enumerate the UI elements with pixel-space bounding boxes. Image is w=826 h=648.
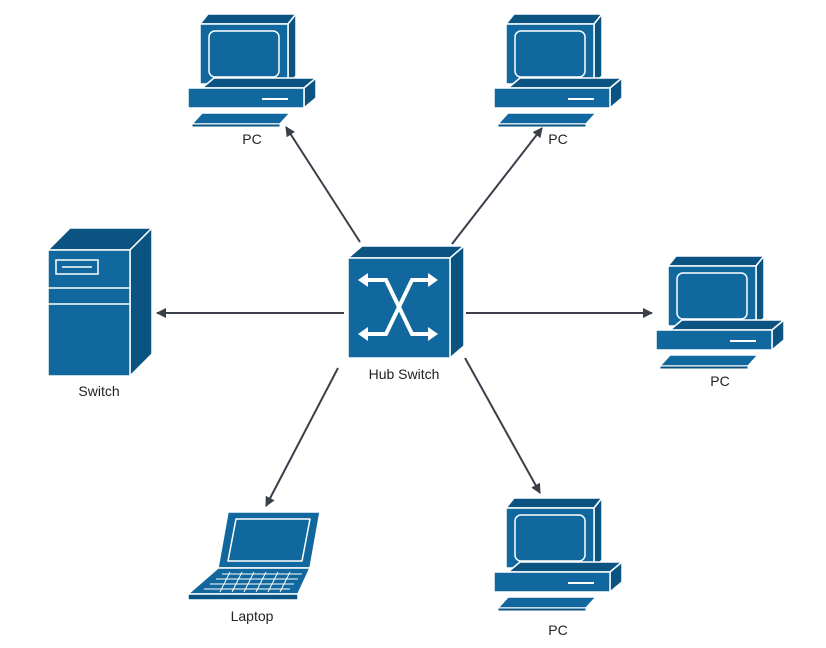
desktop-pc-icon	[493, 497, 623, 612]
switch-label: Switch	[78, 383, 120, 399]
pc-right-label: PC	[710, 373, 730, 389]
laptop-label: Laptop	[230, 608, 274, 624]
desktop-pc-icon	[493, 13, 623, 128]
connector-hub-to-pc-top-left	[285, 126, 361, 243]
server-tower-icon	[47, 227, 153, 377]
pc-top-left-label: PC	[242, 131, 262, 147]
connector-hub-to-laptop	[265, 367, 339, 507]
hub-switch-label: Hub Switch	[368, 366, 440, 382]
laptop-icon	[187, 511, 321, 601]
hub-switch-icon	[346, 244, 466, 360]
connectors	[156, 126, 653, 507]
connector-hub-to-pc-top-right	[451, 127, 543, 245]
desktop-pc-icon	[187, 13, 317, 128]
pc-bottom-right-label: PC	[548, 622, 568, 638]
desktop-pc-icon	[655, 255, 785, 370]
connector-hub-to-pc-bottom-right	[464, 357, 541, 494]
pc-top-right-label: PC	[548, 131, 568, 147]
